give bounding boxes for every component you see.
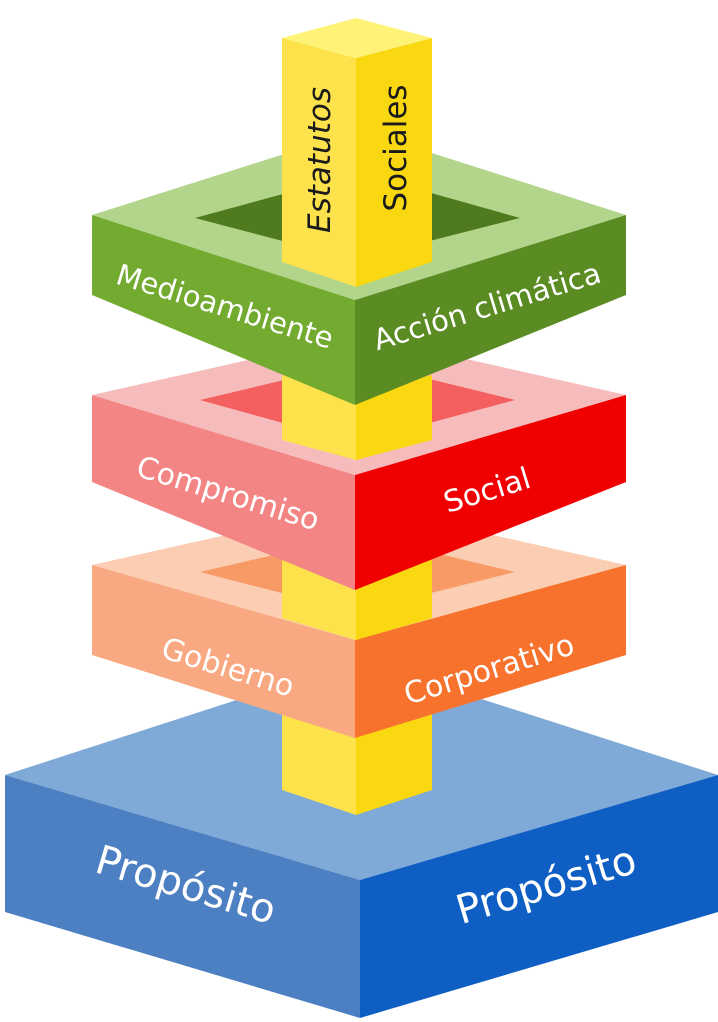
pillar-right-label: Sociales (378, 84, 414, 211)
base-left-face (5, 775, 360, 1018)
medioambiente-left-face (92, 215, 355, 405)
pillar-top-face (282, 18, 432, 58)
compromiso-left-face (92, 395, 355, 590)
pillar-right-face (356, 38, 432, 287)
pillar-left-label: Estatutos (302, 87, 338, 233)
pillar-top: Estatutos Sociales (282, 18, 432, 287)
base-right-face (360, 775, 718, 1018)
compromiso-right-face (355, 395, 626, 590)
gobierno-right-face (355, 565, 626, 738)
pillar-left-face (282, 38, 356, 287)
gobierno-left-face (92, 565, 355, 738)
medioambiente-right-face (355, 215, 626, 405)
